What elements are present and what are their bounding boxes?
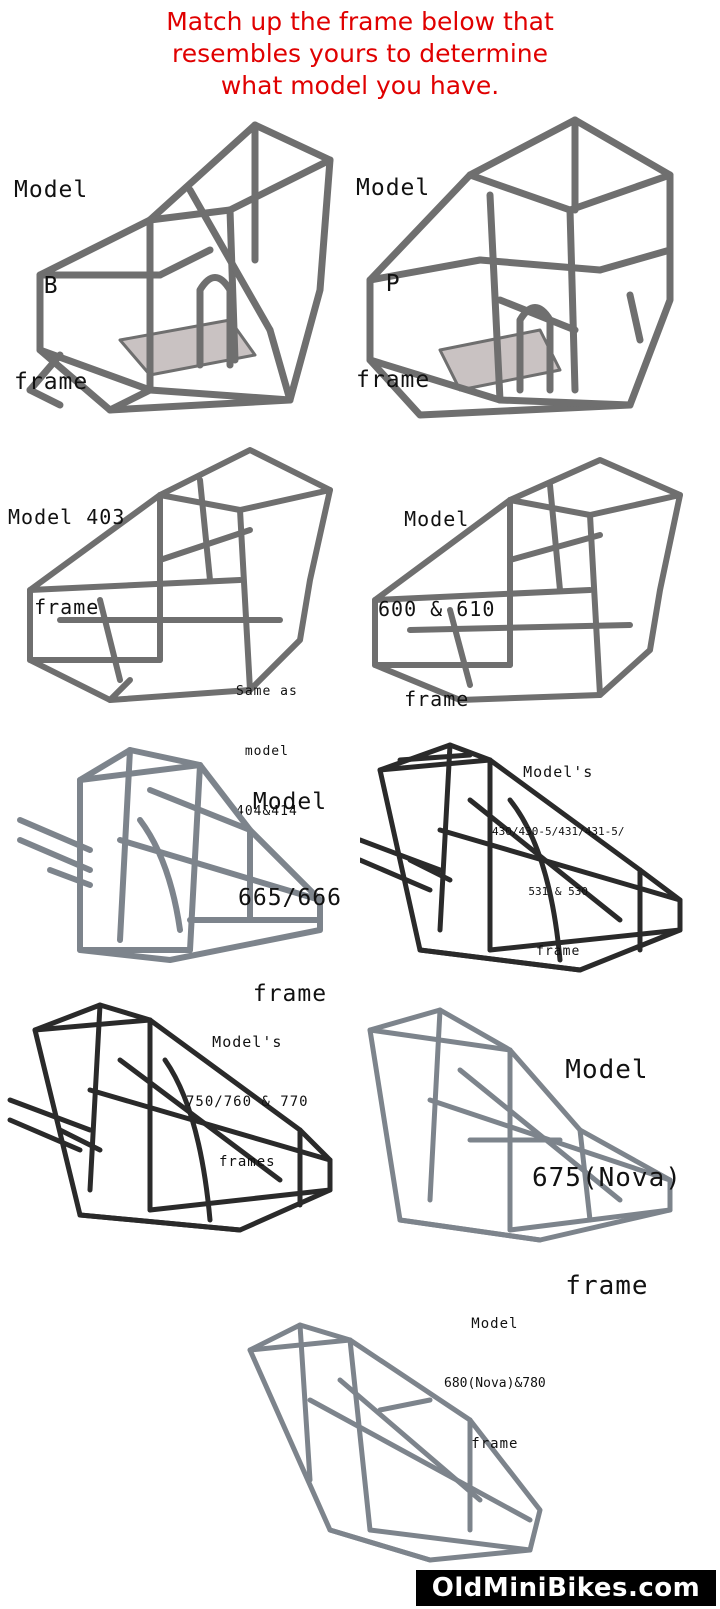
header-line-3: what model you have. [220,71,500,100]
frame-675-panel: Model 675(Nova) frame [360,990,720,1301]
frame-750-panel: Model's 750/760 & 770 frames [0,990,360,1250]
frame-600-label-line-1: Model [404,507,470,531]
frame-750-label-line-3: frames [219,1154,276,1170]
frame-665-label-line-2: 665/666 [238,885,342,911]
frame-p-label-line-1: Model [356,175,431,201]
frame-b-drawing [26,121,334,414]
frame-p-label-line-3: frame [356,367,431,393]
frame-665-label-line-3: frame [252,981,328,1007]
frame-403-note-line-3: 404&414 [236,804,298,819]
frame-b-label: Model B frame [14,110,88,462]
frame-p-drawing [366,116,674,419]
frame-675-label-line-1: Model [565,1055,649,1085]
frame-675-label: Model 675(Nova) frame [532,980,682,1376]
frame-600-drawing [372,457,683,703]
frame-680-drawing [247,1322,543,1563]
frame-403-drawing [27,447,333,703]
frame-b-label-line-3: frame [14,369,89,395]
frame-750-drawing [7,1002,333,1233]
frame-p-panel: Model P frame [356,100,720,430]
frame-b-label-line-2: B [43,273,59,299]
frame-675-drawing [367,1007,673,1243]
frame-600-label-line-2: 600 & 610 [378,597,496,621]
frame-665-label-line-1: Model [252,789,328,815]
frame-750-label-line-2: 750/760 & 770 [186,1094,309,1110]
frame-403-panel: Model 403 frame Same as model 404&414 [0,440,360,819]
frame-680-label-line-2: 680(Nova)&780 [444,1376,546,1391]
frame-680-panel: Model 680(Nova)&780 frame [230,1280,570,1565]
frame-p-label-line-2: P [385,271,401,297]
frame-675-label-line-3: frame [565,1271,649,1301]
frame-750-label: Model's 750/760 & 770 frames [186,992,309,1212]
frame-b-panel: Model B frame [0,100,360,430]
frame-430-label-line-1: Model's [523,763,594,781]
frame-430-drawing [360,742,683,973]
header-line-1: Match up the frame below that [166,7,554,36]
site-watermark: OldMiniBikes.com [416,1570,716,1606]
frame-403-label-line-2: frame [34,595,100,619]
frame-665-panel: Model 665/666 frame [0,720,360,1007]
frame-680-label: Model 680(Nova)&780 frame [444,1274,546,1494]
frame-430-label-line-4: frame [536,944,581,959]
frame-403-label: Model 403 frame [8,442,125,682]
header-instructions: Match up the frame below that resembles … [0,6,720,102]
frame-403-note-line-1: Same as [236,684,298,699]
frame-430-label-line-3: 531 & 530 [528,885,589,898]
frame-430-label-line-2: 430/430-5/431/431-5/ [492,825,625,838]
frame-403-note: Same as model 404&414 [236,642,298,862]
frame-430-panel: Model's 430/430-5/431/431-5/ 531 & 530 f… [360,720,720,990]
header-line-2: resembles yours to determine [171,39,549,68]
frame-403-label-line-1: Model 403 [8,505,126,529]
frame-600-label-line-3: frame [404,687,470,711]
frame-430-label: Model's 430/430-5/431/431-5/ 531 & 530 f… [492,722,624,1002]
frame-b-label-line-1: Model [14,177,89,203]
frame-600-panel: Model 600 & 610 frame [360,440,720,720]
frame-680-label-line-3: frame [471,1436,519,1452]
frame-665-label: Model 665/666 frame [238,722,342,1074]
frame-665-drawing [17,747,323,963]
frame-675-label-line-2: 675(Nova) [532,1163,682,1193]
frame-750-label-line-1: Model's [212,1033,283,1051]
frame-403-note-line-2: model [244,744,289,759]
frame-680-label-line-1: Model [471,1316,519,1332]
frame-p-label: Model P frame [356,108,430,460]
frame-600-label: Model 600 & 610 frame [378,444,495,774]
